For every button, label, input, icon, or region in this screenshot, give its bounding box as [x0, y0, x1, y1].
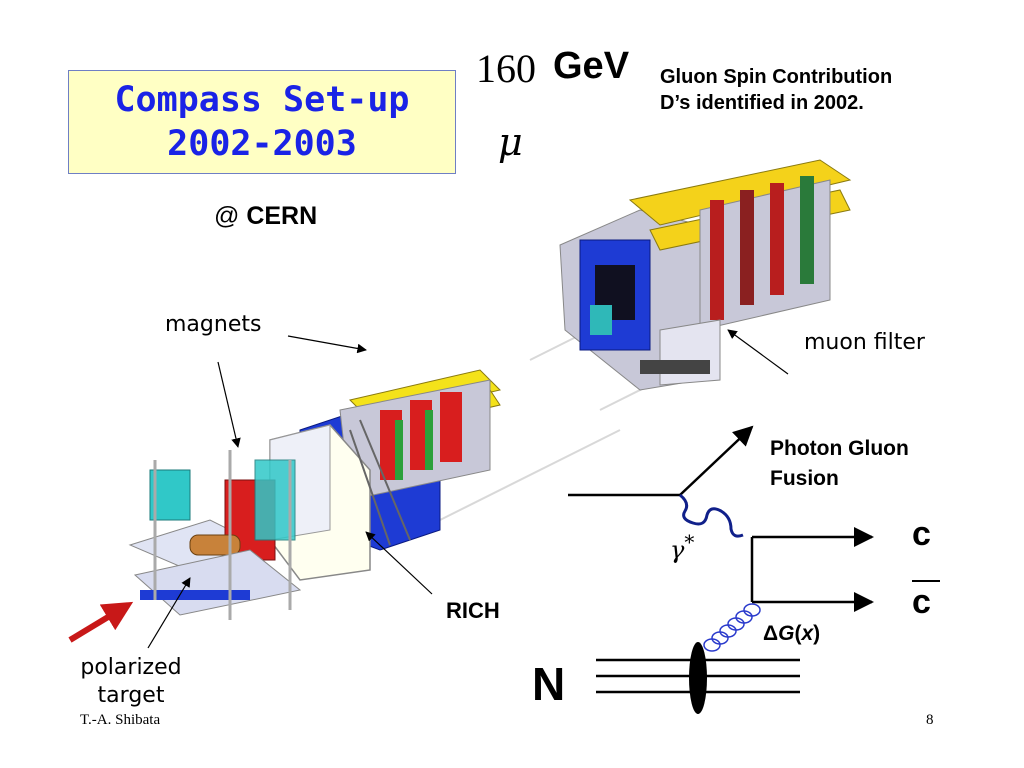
- virtual-photon-line: [679, 493, 744, 538]
- paren-close: ): [813, 622, 821, 645]
- nucleon-label: N: [532, 658, 566, 710]
- beam-energy-unit: GeV: [553, 45, 630, 87]
- muon-filter-label: muon filter: [804, 330, 925, 355]
- paren-open: (: [794, 622, 802, 645]
- gluon-polarization-label: ΔG(x): [763, 622, 820, 646]
- location-prefix: @: [214, 202, 247, 230]
- title-box: Compass Set-up 2002-2003: [68, 70, 456, 174]
- virtual-photon-label: γ*: [670, 530, 694, 564]
- nucleon-blob: [689, 642, 707, 714]
- page-number: 8: [926, 712, 934, 728]
- charm-quark-label: c: [912, 515, 931, 553]
- diagram-title: Photon Gluon Fusion: [770, 434, 909, 494]
- location-label: @ CERN: [214, 202, 317, 231]
- note-text: Gluon Spin Contribution D’s identified i…: [660, 64, 892, 116]
- note-line-2: D’s identified in 2002.: [660, 92, 864, 114]
- title-line-2: 2002-2003: [167, 124, 357, 164]
- delta-symbol: Δ: [763, 622, 779, 645]
- outgoing-lepton-line: [679, 425, 754, 496]
- photon-symbol: γ: [670, 536, 685, 564]
- gluon-G: G: [778, 622, 795, 645]
- antiquark-bar: [912, 580, 940, 582]
- target-label-line-2: target: [97, 683, 165, 708]
- feynman-diagram: [568, 425, 874, 714]
- gluon-line: [703, 603, 761, 652]
- beam-particle-symbol: μ: [498, 120, 523, 164]
- anticharm-quark-label: c: [912, 583, 931, 621]
- beam-energy-value: 160: [476, 46, 536, 91]
- label-pointers: [147, 329, 789, 649]
- rich-label: RICH: [446, 598, 500, 623]
- polarized-target-apparatus: [128, 450, 302, 620]
- note-line-1: Gluon Spin Contribution: [660, 66, 893, 88]
- magnets-label: magnets: [165, 312, 262, 337]
- target-label-line-1: polarized: [80, 655, 182, 680]
- polarized-target-label: polarized target: [66, 654, 196, 710]
- beam-direction-arrow: [68, 601, 134, 643]
- diagram-title-line-1: Photon Gluon: [770, 437, 909, 460]
- footer-author: T.-A. Shibata: [80, 712, 161, 728]
- diagram-title-line-2: Fusion: [770, 467, 839, 490]
- muon-filter-apparatus: [559, 159, 852, 391]
- title-line-1: Compass Set-up: [114, 80, 410, 120]
- location-name: CERN: [246, 202, 318, 230]
- gluon-x: x: [801, 622, 814, 645]
- photon-superscript: *: [684, 530, 695, 554]
